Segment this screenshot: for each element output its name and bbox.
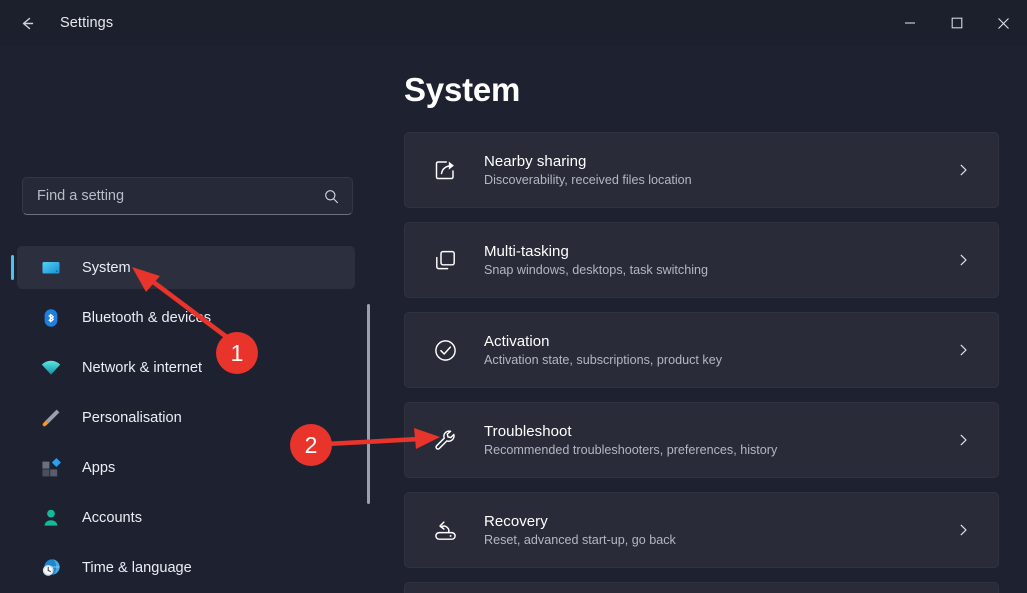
card-subtitle: Reset, advanced start-up, go back bbox=[484, 533, 676, 547]
sidebar: System Bluetooth & devices bbox=[0, 46, 372, 593]
check-circle-icon bbox=[431, 336, 459, 364]
close-icon bbox=[997, 17, 1010, 30]
card-title: Troubleshoot bbox=[484, 423, 572, 440]
settings-card-list: Nearby sharing Discoverability, received… bbox=[404, 132, 999, 593]
recovery-drive-icon bbox=[431, 516, 459, 544]
search-container bbox=[22, 177, 353, 215]
wrench-icon bbox=[431, 426, 459, 454]
chevron-right-icon[interactable] bbox=[957, 254, 970, 267]
window-title: Settings bbox=[60, 15, 114, 31]
chevron-right-icon[interactable] bbox=[957, 434, 970, 447]
card-title: Recovery bbox=[484, 513, 548, 530]
chevron-right-icon[interactable] bbox=[957, 344, 970, 357]
minimize-icon bbox=[904, 17, 916, 29]
sidebar-item-personalisation[interactable]: Personalisation bbox=[17, 396, 355, 439]
settings-card-troubleshoot[interactable]: Troubleshoot Recommended troubleshooters… bbox=[404, 402, 999, 478]
vertical-scrollbar[interactable] bbox=[367, 304, 370, 504]
card-title: Multi-tasking bbox=[484, 243, 569, 260]
card-text: Recovery Reset, advanced start-up, go ba… bbox=[484, 513, 676, 547]
close-button[interactable] bbox=[980, 0, 1027, 46]
sidebar-item-network-and-internet[interactable]: Network & internet bbox=[17, 346, 355, 389]
card-text: Multi-tasking Snap windows, desktops, ta… bbox=[484, 243, 708, 277]
settings-card-multi-tasking[interactable]: Multi-tasking Snap windows, desktops, ta… bbox=[404, 222, 999, 298]
person-icon bbox=[40, 507, 62, 529]
card-subtitle: Recommended troubleshooters, preferences… bbox=[484, 443, 778, 457]
sidebar-item-accounts[interactable]: Accounts bbox=[17, 496, 355, 539]
chevron-right-icon[interactable] bbox=[957, 524, 970, 537]
card-text: Troubleshoot Recommended troubleshooters… bbox=[484, 423, 777, 457]
maximize-icon bbox=[951, 17, 963, 29]
back-arrow-icon bbox=[18, 14, 37, 33]
sidebar-item-system[interactable]: System bbox=[11, 246, 355, 289]
settings-card-nearby-sharing[interactable]: Nearby sharing Discoverability, received… bbox=[404, 132, 999, 208]
sidebar-item-label: Accounts bbox=[82, 509, 143, 526]
maximize-button[interactable] bbox=[933, 0, 980, 46]
sidebar-item-label: Network & internet bbox=[82, 359, 203, 376]
bluetooth-icon bbox=[40, 307, 62, 329]
card-text: Activation Activation state, subscriptio… bbox=[484, 333, 722, 367]
sidebar-item-label: Apps bbox=[82, 459, 116, 476]
sidebar-nav: System Bluetooth & devices bbox=[0, 246, 372, 593]
sidebar-item-label: Bluetooth & devices bbox=[82, 309, 211, 326]
chevron-right-icon[interactable] bbox=[957, 164, 970, 177]
apps-icon bbox=[40, 457, 62, 479]
search-input[interactable] bbox=[37, 188, 323, 204]
window-controls bbox=[886, 0, 1027, 46]
card-title: Nearby sharing bbox=[484, 153, 587, 170]
card-subtitle: Snap windows, desktops, task switching bbox=[484, 263, 709, 277]
page-title: System bbox=[404, 71, 521, 108]
settings-card-partial[interactable] bbox=[404, 582, 999, 593]
sidebar-item-apps[interactable]: Apps bbox=[17, 446, 355, 489]
sidebar-item-time-and-language[interactable]: Time & language bbox=[17, 546, 355, 589]
sidebar-item-label: System bbox=[82, 259, 131, 276]
title-bar: Settings bbox=[0, 0, 1027, 46]
card-subtitle: Discoverability, received files location bbox=[484, 173, 692, 187]
sidebar-item-label: Personalisation bbox=[82, 409, 182, 426]
settings-card-recovery[interactable]: Recovery Reset, advanced start-up, go ba… bbox=[404, 492, 999, 568]
minimize-button[interactable] bbox=[886, 0, 933, 46]
monitor-icon bbox=[40, 257, 62, 279]
card-title: Activation bbox=[484, 333, 550, 350]
paintbrush-icon bbox=[40, 407, 62, 429]
card-text: Nearby sharing Discoverability, received… bbox=[484, 153, 692, 187]
search-icon[interactable] bbox=[323, 188, 340, 205]
windows-stack-icon bbox=[431, 246, 459, 274]
clock-globe-icon bbox=[40, 557, 62, 579]
settings-card-activation[interactable]: Activation Activation state, subscriptio… bbox=[404, 312, 999, 388]
share-icon bbox=[431, 156, 459, 184]
card-subtitle: Activation state, subscriptions, product… bbox=[484, 353, 722, 367]
main-content: System Nearby sharing Discoverability, r… bbox=[372, 46, 1027, 593]
search-box[interactable] bbox=[22, 177, 353, 215]
sidebar-item-label: Time & language bbox=[82, 559, 192, 576]
sidebar-item-bluetooth-and-devices[interactable]: Bluetooth & devices bbox=[17, 296, 355, 339]
back-button[interactable] bbox=[10, 6, 44, 40]
wifi-icon bbox=[40, 357, 62, 379]
